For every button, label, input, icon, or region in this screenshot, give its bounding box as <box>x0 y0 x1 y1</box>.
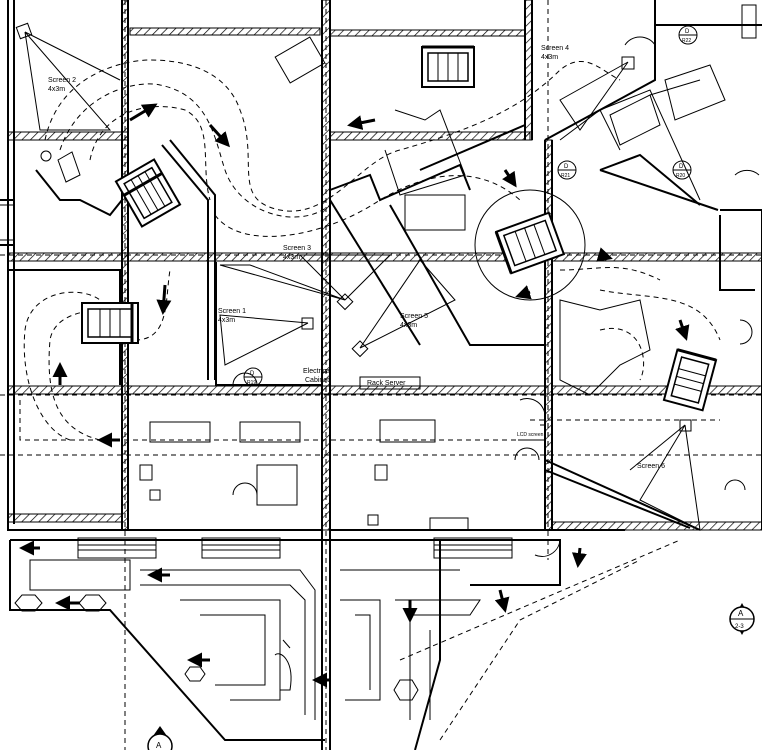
screen-label: Screen 3 <box>283 245 311 252</box>
projector-units <box>15 22 692 432</box>
bollards <box>14 594 419 701</box>
electrical-cabinet-label: Electrical <box>303 368 332 375</box>
screen-size: 4x3m <box>283 254 300 261</box>
vehicle-car <box>494 211 566 275</box>
vehicle-car <box>114 158 182 228</box>
lcd-screen-label: LCD screen <box>517 432 544 438</box>
vehicles <box>81 45 718 412</box>
screen-labels: Screen 1 4x3m Screen 2 4x3m Screen 3 4x3… <box>48 45 665 470</box>
svg-text:D: D <box>679 164 684 170</box>
vehicle-car <box>662 348 718 412</box>
door-tags: D R21 D R20 D R22 D R19 <box>243 25 698 387</box>
electrical-cabinet-label: Cabinet <box>305 377 329 384</box>
svg-text:R21: R21 <box>561 173 570 179</box>
direction-arrows <box>19 103 690 688</box>
ride-track <box>19 59 721 741</box>
door-tag: D R21 <box>557 160 577 180</box>
screen-size: 4x3m <box>218 317 235 324</box>
screen-label: Screen 5 <box>400 313 428 320</box>
door-tag: D R19 <box>243 367 263 387</box>
screen-label: Screen 6 <box>637 463 665 470</box>
svg-text:R20: R20 <box>676 173 685 179</box>
projection-lines <box>24 31 701 531</box>
section-marker: A 2-3 <box>729 603 755 635</box>
screen-size: 4x3m <box>48 86 65 93</box>
vehicle-car <box>81 302 139 344</box>
screen-label: Screen 4 <box>541 45 569 52</box>
queue-area <box>9 537 561 750</box>
svg-text:2-3: 2-3 <box>735 624 744 630</box>
svg-text:D: D <box>250 371 255 377</box>
svg-text:A: A <box>156 741 162 750</box>
door-tag: D R22 <box>678 25 698 45</box>
fixtures <box>0 4 760 557</box>
svg-text:R19: R19 <box>247 380 256 386</box>
section-marker: A <box>147 726 173 750</box>
interior-walls <box>8 89 701 531</box>
screen-size: 4x3m <box>400 322 417 329</box>
vehicle-car <box>421 45 475 88</box>
door-tag: D R20 <box>672 160 692 180</box>
equipment-labels: Electrical Cabinet Rack Server LCD scree… <box>303 368 544 438</box>
svg-text:D: D <box>685 29 690 35</box>
rack-server-label: Rack Server <box>367 380 406 387</box>
screen-label: Screen 1 <box>218 308 246 315</box>
svg-text:R22: R22 <box>682 38 691 44</box>
screen-size: 4x3m <box>541 54 558 61</box>
svg-text:D: D <box>564 164 569 170</box>
screen-label: Screen 2 <box>48 77 76 84</box>
svg-text:A: A <box>738 609 744 618</box>
